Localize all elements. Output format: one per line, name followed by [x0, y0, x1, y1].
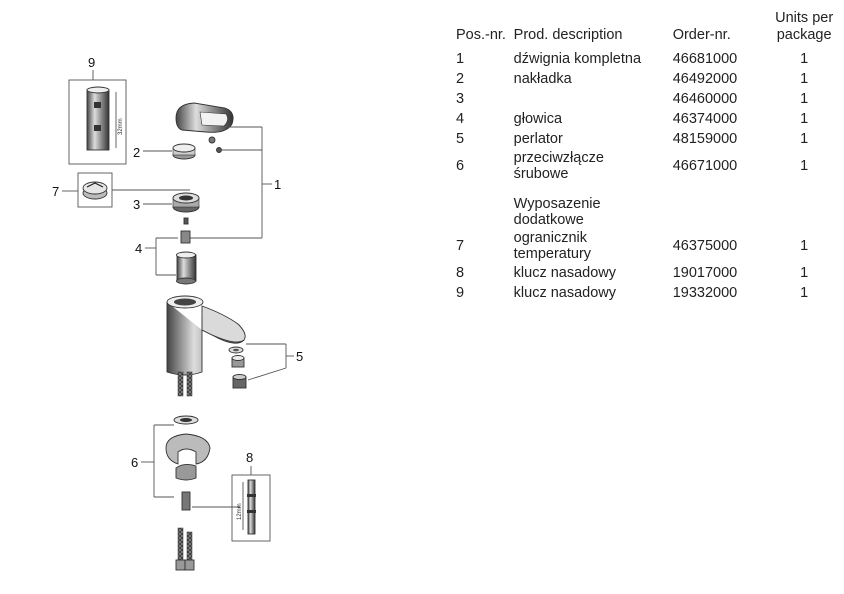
item-6-screw-connector: 6 [131, 415, 240, 511]
cell-description: perlator [513, 131, 563, 147]
cell-order-number: 48159000 [672, 131, 738, 147]
cell-units: 1 [800, 238, 809, 254]
exploded-parts-diagram: 9 32mm 7 1 2 [52, 55, 303, 571]
item-4-cartridge: 4 [135, 217, 197, 285]
cell-pos: 4 [456, 111, 465, 127]
cell-pos: 6 [456, 158, 465, 174]
cell-pos: 1 [456, 51, 465, 67]
cell-pos: 9 [456, 285, 465, 301]
table-row: 9 klucz nasadowy 19332000 1 [452, 283, 844, 303]
table-row: 5 perlator 48159000 1 [452, 129, 844, 149]
cell-order-number: 46460000 [672, 91, 738, 107]
header-units-line2: package [776, 27, 832, 43]
table-row: 4 głowica 46374000 1 [452, 109, 844, 129]
callout-2: 2 [133, 145, 140, 160]
cell-pos: 7 [456, 238, 465, 254]
cell-units: 1 [800, 285, 809, 301]
item-5-aerator: 5 [228, 343, 303, 389]
table-row: 3 46460000 1 [452, 89, 844, 109]
cell-order-number: 46375000 [672, 238, 738, 254]
faucet-body [166, 295, 246, 397]
cell-units: 1 [800, 71, 809, 87]
header-description: Prod. description [513, 27, 623, 43]
callout-5: 5 [296, 349, 303, 364]
parts-table: Pos.-nr. Prod. description Order-nr. Uni… [452, 10, 844, 303]
cell-description-line2: temperatury [513, 246, 592, 262]
header-order-number: Order-nr. [672, 27, 731, 43]
accessories-heading-line2: dodatkowe [513, 212, 584, 228]
cell-description: klucz nasadowy [513, 285, 617, 301]
cell-units: 1 [800, 51, 809, 67]
table-row: 1 dźwignia kompletna 46681000 1 [452, 49, 844, 69]
cell-pos: 5 [456, 131, 465, 147]
cell-description: dźwignia kompletna [513, 51, 642, 67]
dim-32mm: 32mm [118, 118, 124, 135]
cell-order-number: 19332000 [672, 285, 738, 301]
callout-9: 9 [88, 55, 95, 70]
item-7-temperature-limiter: 7 [52, 172, 190, 208]
item-8-socket-key: 8 12mm [231, 450, 271, 542]
item-3-nut: 3 [133, 192, 200, 213]
spacer-row [452, 183, 844, 195]
cell-units: 1 [800, 158, 809, 174]
cell-description-line1: przeciwzłącze [513, 150, 604, 166]
cell-units: 1 [800, 91, 809, 107]
table-row: 8 klucz nasadowy 19017000 1 [452, 263, 844, 283]
callout-6: 6 [131, 455, 138, 470]
cell-units: 1 [800, 111, 809, 127]
item-9-socket-key: 9 32mm [68, 55, 127, 165]
cell-description: klucz nasadowy [513, 265, 617, 281]
cell-description: głowica [513, 111, 563, 127]
cell-order-number: 19017000 [672, 265, 738, 281]
cell-order-number: 46681000 [672, 51, 738, 67]
item-2-cap: 2 [133, 143, 196, 160]
header-units-line1: Units per [775, 10, 834, 26]
callout-4: 4 [135, 241, 142, 256]
cell-order-number: 46671000 [672, 158, 738, 174]
cell-order-number: 46374000 [672, 111, 738, 127]
cell-description: nakładka [513, 71, 572, 87]
cell-description-line2: śrubowe [513, 166, 569, 182]
callout-1: 1 [274, 177, 281, 192]
header-pos: Pos.-nr. [456, 27, 506, 43]
cell-units: 1 [800, 265, 809, 281]
cell-pos: 2 [456, 71, 465, 87]
dim-12mm: 12mm [237, 503, 243, 520]
cell-pos: 8 [456, 265, 465, 281]
cell-units: 1 [800, 131, 809, 147]
callout-3: 3 [133, 197, 140, 212]
supply-hoses [175, 527, 195, 571]
cell-pos: 3 [456, 91, 465, 107]
table-row: 2 nakładka 46492000 1 [452, 69, 844, 89]
accessories-heading-line1: Wyposazenie [513, 196, 601, 212]
cell-description-line1: ogranicznik [513, 230, 587, 246]
callout-7: 7 [52, 184, 59, 199]
cell-order-number: 46492000 [672, 71, 738, 87]
table-header-row: Pos.-nr. Prod. description Order-nr. Uni… [452, 10, 844, 49]
cell-description [514, 89, 673, 109]
callout-8: 8 [246, 450, 253, 465]
item-1-lever-handle: 1 [175, 102, 281, 239]
